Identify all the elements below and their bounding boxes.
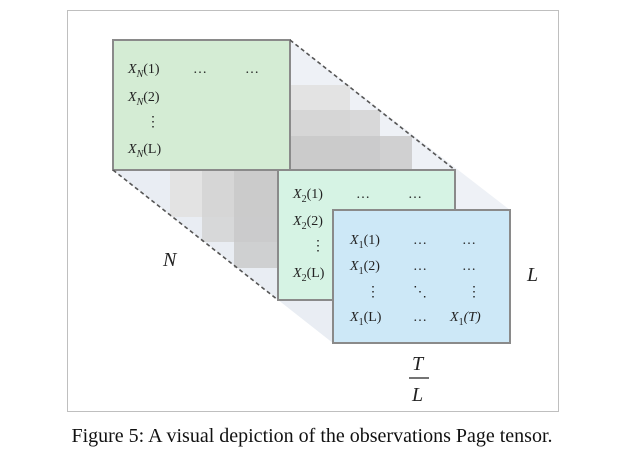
figure-caption: Figure 5: A visual depiction of the obse… <box>71 425 553 447</box>
x1-row4: X1(L) <box>349 310 382 328</box>
matrix-x1: X1(1) … … X1(2) … … ⋮ ⋱ ⋮ X1(L) … X1(T) <box>332 209 511 344</box>
xn-row2: XN(2) <box>127 90 160 108</box>
page-tensor-diagram: XN(1) … … XN(2) ⋮ XN(L) X2(1) … … X2(2) … <box>112 39 538 406</box>
matrix-xn-face <box>112 39 291 171</box>
x1-row4-dots: … <box>413 310 427 325</box>
matrix-xn: XN(1) … … XN(2) ⋮ XN(L) <box>112 39 291 171</box>
matrix-x1-face <box>332 209 511 344</box>
depth-edge-top <box>289 39 456 171</box>
xn-row1-dots2: … <box>245 62 259 77</box>
x1-row1: X1(1) <box>349 233 380 251</box>
x1-row2: X1(2) <box>349 259 380 277</box>
xn-row3: ⋮ <box>146 115 160 130</box>
x1-row1-dots2: … <box>462 233 476 248</box>
label-n: N <box>162 249 178 271</box>
xn-row4: XN(L) <box>127 142 161 160</box>
x1-row4-last: X1(T) <box>449 310 481 328</box>
x1-row3-vdots2: ⋮ <box>467 285 481 300</box>
x2-row1: X2(1) <box>292 187 323 205</box>
x1-row2-dots1: … <box>413 259 427 274</box>
label-l-denominator: L <box>411 384 423 406</box>
x2-row4: X2(L) <box>292 266 325 284</box>
label-t-numerator: T <box>412 353 425 375</box>
label-l-right: L <box>526 264 538 286</box>
depth-edge-bottom <box>112 169 279 301</box>
x1-row3-ddots: ⋱ <box>413 285 427 300</box>
x1-row1-dots1: … <box>413 233 427 248</box>
x2-row1-dots2: … <box>408 187 422 202</box>
x1-row3-vdots1: ⋮ <box>366 285 380 300</box>
x2-row3: ⋮ <box>311 239 325 254</box>
xn-row1: XN(1) <box>127 62 160 80</box>
xn-row1-dots1: … <box>193 62 207 77</box>
x2-row2: X2(2) <box>292 214 323 232</box>
x2-row1-dots1: … <box>356 187 370 202</box>
x1-row2-dots2: … <box>462 259 476 274</box>
